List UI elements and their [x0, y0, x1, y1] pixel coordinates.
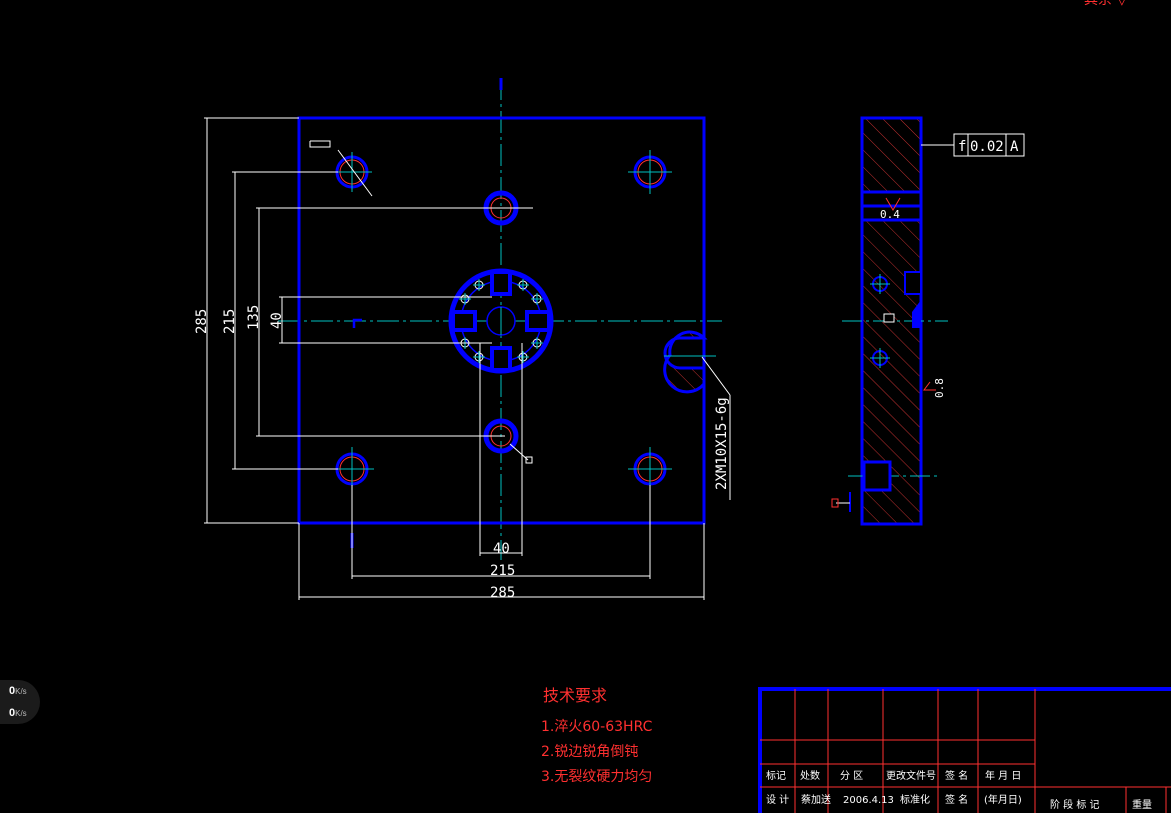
title-block: 标记 处数 分 区 更改文件号 签 名 年 月 日 设 计 蔡加送 2006.4…	[758, 687, 1171, 813]
vertical-dimension-lines	[204, 117, 533, 524]
tb-row2-col1: 设 计	[766, 793, 789, 806]
tolerance-value: 0.02	[970, 139, 1004, 155]
tech-item-1: 1.淬火60-63HRC	[541, 719, 653, 735]
side-view: f 0.02 A 0.4 0.8	[831, 116, 1025, 526]
tb-stage-mark: 阶 段 标 记	[1050, 798, 1100, 811]
dim-horizontal-285: 285	[490, 585, 515, 601]
tech-item-2: 2.锐边锐角倒钝	[541, 744, 638, 760]
horizontal-dimension-lines	[298, 343, 705, 600]
corner-hole-tl	[309, 140, 373, 197]
dim-horizontal-215: 215	[490, 563, 515, 579]
tb-row1-col2: 处数	[800, 769, 820, 782]
roughness-side: 0.8	[933, 378, 946, 398]
dim-vertical-285: 285	[194, 309, 210, 334]
tb-row1-col5: 签 名	[945, 769, 968, 782]
roughness-note-partial: 其余 ▽	[1084, 0, 1127, 8]
corner-hole-tr	[628, 150, 672, 194]
tolerance-datum: A	[1010, 139, 1019, 155]
tech-item-3: 3.无裂纹硬力均匀	[541, 769, 652, 785]
front-view: 285 215 135 40 40 215 285 2XM10X15-6g	[194, 78, 731, 601]
tb-row1-col3: 分 区	[840, 770, 863, 782]
dim-vertical-135: 135	[246, 305, 262, 330]
tb-row2-col5: 签 名	[945, 793, 968, 806]
thread-callout: 2XM10X15-6g	[714, 397, 730, 490]
tech-title: 技术要求	[543, 686, 607, 705]
tb-designer-name: 蔡加送	[801, 793, 831, 806]
net-speed-widget[interactable]: 0K/s 0K/s	[0, 680, 40, 724]
mid-hole-bottom	[483, 418, 533, 464]
tb-row2-col4: 标准化	[900, 793, 930, 806]
tb-row1-col6: 年 月 日	[985, 769, 1021, 782]
upload-speed: 0K/s	[9, 685, 27, 697]
tb-row1-col1: 标记	[766, 770, 786, 782]
dim-vertical-40: 40	[269, 312, 285, 329]
tb-date: 2006.4.13	[843, 795, 894, 806]
technical-requirements: 技术要求 1.淬火60-63HRC 2.锐边锐角倒钝 3.无裂纹硬力均匀	[541, 686, 653, 785]
dim-horizontal-40: 40	[493, 541, 510, 557]
corner-hole-br	[628, 447, 672, 491]
download-speed: 0K/s	[9, 707, 27, 719]
roughness-top: 0.4	[880, 208, 900, 221]
dim-vertical-215: 215	[222, 309, 238, 334]
threaded-hole	[663, 330, 731, 500]
tb-weight: 重量	[1132, 798, 1152, 811]
plate-outline	[297, 116, 706, 525]
tolerance-symbol: f	[958, 139, 966, 155]
tb-row1-col4: 更改文件号	[886, 769, 936, 782]
tb-row2-col6: (年月日)	[984, 793, 1022, 806]
central-hub	[448, 268, 554, 374]
